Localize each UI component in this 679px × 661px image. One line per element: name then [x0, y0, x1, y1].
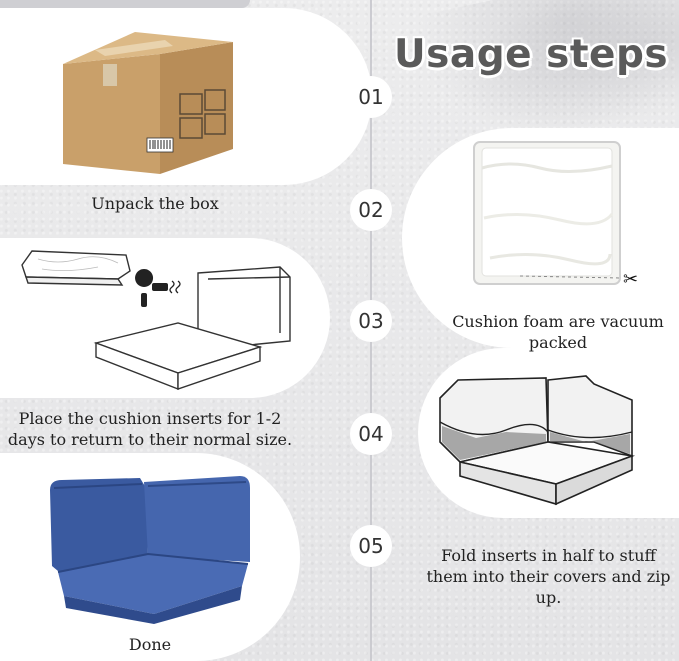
hair-dryer-icon [135, 269, 168, 307]
step-5-caption: Done [128, 635, 172, 654]
step-number-4: 04 [350, 413, 392, 455]
cushion-inserts-icon [21, 250, 291, 391]
page-title: Usage steps [394, 32, 669, 77]
step-3-caption: Place the cushion inserts for 1-2 days t… [7, 409, 293, 449]
cushion-covers-icon [439, 375, 636, 506]
blue-corner-cushion-icon [50, 476, 250, 624]
step-number-2: 02 [350, 189, 392, 231]
step-number-3: 03 [350, 300, 392, 342]
vacuum-foam-icon [473, 141, 621, 285]
step-1-caption: Unpack the box [91, 194, 219, 213]
cardboard-box-icon [63, 32, 233, 174]
step-4-caption: Fold inserts in half to stuff them into … [426, 546, 671, 607]
step-2-caption: Cushion foam are vacuum packed [452, 312, 664, 352]
top-strip [0, 0, 250, 8]
step-number-1: 01 [350, 76, 392, 118]
step-number-5: 05 [350, 525, 392, 567]
scissors-icon: ✂ [623, 269, 639, 290]
